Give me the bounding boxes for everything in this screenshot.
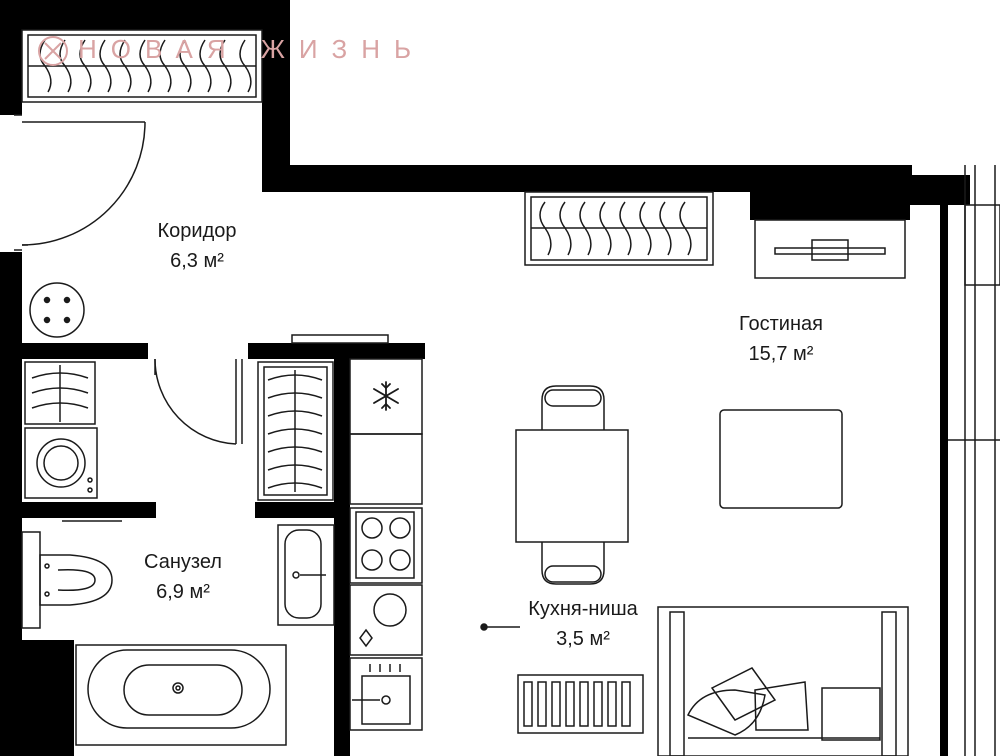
room-name: Кухня-ниша bbox=[528, 598, 638, 620]
room-name: Гостиная bbox=[739, 313, 823, 335]
walls bbox=[0, 0, 970, 756]
room-label-living: Гостиная 15,7 м² bbox=[716, 309, 846, 369]
wall-utility-bottom bbox=[22, 502, 156, 518]
room-area: 6,3 м² bbox=[170, 250, 224, 272]
radiator-kitchen-icon bbox=[517, 674, 644, 734]
wall-bath-mid bbox=[255, 502, 345, 518]
pouf-icon bbox=[29, 282, 85, 338]
room-area: 6,9 м² bbox=[156, 581, 210, 603]
table-icon bbox=[515, 429, 629, 543]
doors bbox=[21, 121, 243, 445]
bathtub-icon bbox=[75, 644, 287, 746]
sink-icon bbox=[349, 657, 423, 731]
electrical-marks bbox=[14, 114, 389, 344]
room-label-bathroom: Санузел 6,9 м² bbox=[118, 547, 248, 607]
radiator-icon bbox=[24, 361, 96, 425]
bathroom-sink-icon bbox=[277, 524, 335, 626]
wall-utility-top bbox=[22, 343, 148, 359]
coffee-table-icon bbox=[719, 409, 843, 509]
toilet-icon bbox=[21, 531, 113, 629]
logo-icon bbox=[38, 36, 68, 66]
brand-logo-text: НОВАЯ ЖИЗНЬ bbox=[78, 34, 426, 64]
wall-right-window bbox=[940, 175, 948, 756]
room-area: 15,7 м² bbox=[748, 343, 814, 365]
shelf-rack-icon bbox=[257, 361, 334, 501]
wall-left-lower bbox=[0, 252, 22, 756]
sofa-icon bbox=[657, 606, 909, 756]
room-label-corridor: Коридор 6,3 м² bbox=[132, 216, 262, 276]
wall-kitchen-partition bbox=[334, 343, 350, 756]
room-name: Санузел bbox=[144, 551, 222, 573]
snowflake-icon bbox=[373, 381, 399, 411]
washing-machine-icon bbox=[24, 427, 98, 499]
window-right bbox=[948, 165, 1000, 756]
wall-hall-top bbox=[0, 0, 290, 30]
wardrobe-living-icon bbox=[524, 191, 714, 266]
dishwasher-icon bbox=[349, 584, 423, 656]
wall-bath-lower-block bbox=[22, 640, 74, 756]
kitchen-marker bbox=[480, 623, 520, 631]
room-label-kitchen: Кухня-ниша 3,5 м² bbox=[508, 594, 658, 654]
room-area: 3,5 м² bbox=[556, 628, 610, 650]
fridge-icon bbox=[349, 358, 423, 505]
stove-icon bbox=[349, 507, 423, 584]
tv-icon bbox=[754, 219, 906, 279]
wall-living-top-right bbox=[750, 165, 910, 220]
wall-hall-right bbox=[262, 0, 290, 192]
room-name: Коридор bbox=[157, 220, 237, 242]
chair-icon bbox=[541, 385, 605, 585]
wardrobe-icon bbox=[21, 29, 263, 103]
